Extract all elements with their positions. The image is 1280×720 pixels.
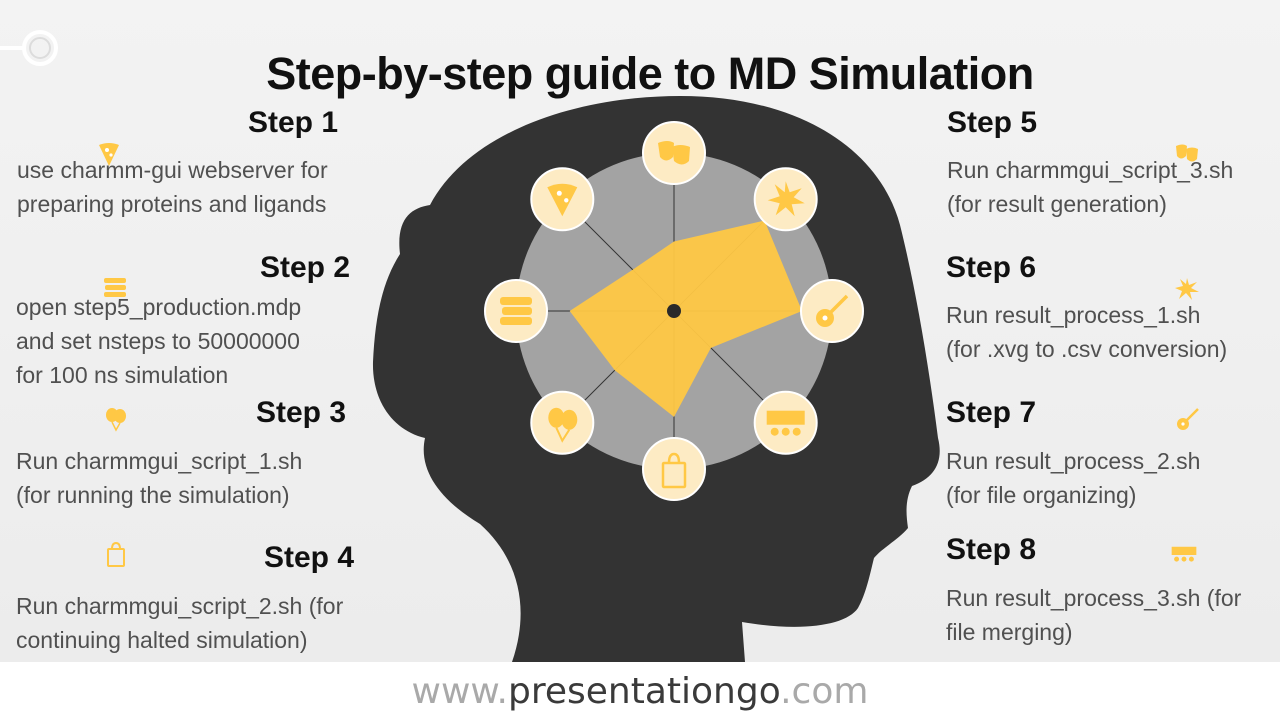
description-line: Run result_process_2.sh: [946, 448, 1201, 474]
description-line: and set nsteps to 50000000: [16, 328, 300, 354]
step-title: Step 2: [260, 251, 351, 284]
paint-splash-node-icon: [753, 167, 818, 232]
description-line: (for running the simulation): [16, 482, 290, 508]
guitar-node-icon: [800, 279, 864, 343]
step-description: use charmm-gui webserver for preparing p…: [17, 153, 328, 221]
description-line: preparing proteins and ligands: [17, 191, 327, 217]
footer-tld: .com: [780, 671, 869, 712]
page-title: Step-by-step guide to MD Simulation: [266, 48, 1034, 100]
step-title: Step 4: [264, 541, 355, 574]
step-title: Step 8: [946, 533, 1037, 566]
description-line: Run result_process_1.sh: [946, 302, 1201, 328]
description-line: Run charmmgui_script_3.sh: [947, 157, 1234, 183]
step-title: Step 5: [947, 106, 1038, 139]
radar-diagram: [484, 121, 864, 501]
slide-background: Step-by-step guide to MD Simulation Step…: [0, 0, 1280, 662]
shopping-bag-icon: [107, 541, 125, 567]
pizza-node-icon: [530, 167, 595, 232]
radar-nodes: [484, 121, 864, 501]
description-line: Run charmmgui_script_2.sh (for: [16, 593, 344, 619]
description-line: (for result generation): [947, 191, 1167, 217]
radar-center: [667, 304, 681, 318]
step-description: open step5_production.mdp and set nsteps…: [16, 290, 301, 392]
theater-masks-node-icon: [642, 121, 706, 185]
description-line: continuing halted simulation): [16, 627, 308, 653]
footer: [0, 662, 1280, 720]
description-line: for 100 ns simulation: [16, 362, 229, 388]
footer-url[interactable]: www.presentationgo.com: [0, 672, 1280, 712]
step-description: Run charmmgui_script_2.sh (for continuin…: [16, 589, 343, 657]
description-line: Run result_process_3.sh (for: [946, 585, 1242, 611]
balloons-icon: [106, 408, 126, 432]
description-line: file merging): [946, 619, 1073, 645]
paint-splash-icon: [1175, 278, 1199, 300]
step-description: Run charmmgui_script_1.sh (for running t…: [16, 444, 302, 512]
shopping-bag-node-icon: [642, 437, 706, 501]
step-title: Step 6: [946, 251, 1037, 284]
key-icon: [0, 30, 58, 66]
description-line: use charmm-gui webserver for: [17, 157, 328, 183]
guitar-icon: [1177, 408, 1199, 430]
step-description: Run result_process_3.sh (for file mergin…: [946, 581, 1241, 649]
cinema-audience-icon: [1171, 546, 1197, 562]
step-description: Run result_process_2.sh (for file organi…: [946, 444, 1200, 512]
step-title: Step 1: [248, 106, 339, 139]
description-line: open step5_production.mdp: [16, 294, 302, 320]
books-icon: [104, 278, 126, 297]
pizza-icon: [99, 143, 119, 166]
theater-masks-icon: [1176, 144, 1198, 162]
step-description: Run charmmgui_script_3.sh (for result ge…: [947, 153, 1233, 221]
footer-brand: presentationgo: [508, 671, 781, 712]
description-line: (for file organizing): [946, 482, 1137, 508]
books-node-icon: [484, 279, 548, 343]
footer-www: www.: [411, 671, 508, 712]
step-title: Step 7: [946, 396, 1037, 429]
description-line: Run charmmgui_script_1.sh: [16, 448, 303, 474]
step-description: Run result_process_1.sh (for .xvg to .cs…: [946, 298, 1227, 366]
description-line: (for .xvg to .csv conversion): [946, 336, 1228, 362]
step-title: Step 3: [256, 396, 347, 429]
cinema-audience-node-icon: [753, 390, 818, 455]
balloons-node-icon: [530, 390, 595, 455]
radar-polygon: [569, 220, 802, 417]
